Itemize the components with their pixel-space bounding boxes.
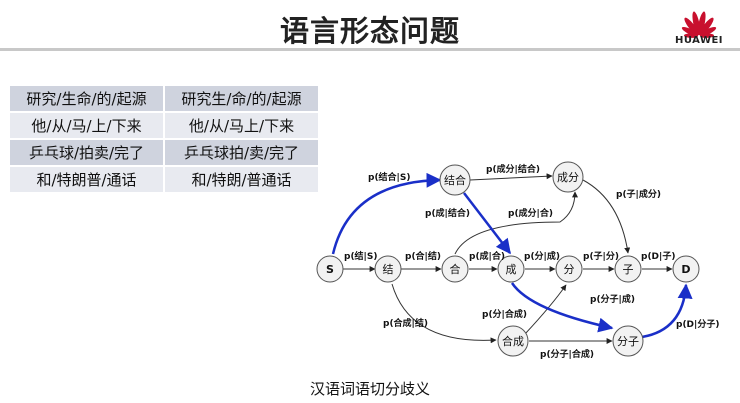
edge-label: p(成分|结合) — [486, 163, 540, 175]
table-cell: 他/从/马上/下来 — [165, 113, 318, 138]
edge-label: p(结合|S) — [368, 171, 410, 183]
edge-label: p(D|分子) — [676, 318, 719, 330]
node-label: 结合 — [444, 173, 466, 187]
edge-label: p(成|合) — [469, 250, 505, 262]
edge-label: p(子|成分) — [616, 188, 661, 200]
node-label: 成 — [506, 263, 517, 276]
node-label: 合成 — [502, 334, 524, 348]
table-cell: 乒乓球/拍卖/完了 — [10, 140, 163, 165]
node-label: S — [326, 263, 334, 276]
table-row: 乒乓球/拍卖/完了 乒乓球拍/卖/完了 — [10, 140, 318, 165]
node-fenzi — [612, 325, 644, 357]
node-chengfen — [552, 161, 584, 193]
table-cell: 和/特朗/普通话 — [165, 167, 318, 192]
edge-label: p(分子|成) — [590, 293, 635, 305]
node-cheng — [497, 255, 525, 283]
page-title: 语言形态问题 — [279, 14, 460, 48]
edge-label: p(分子|合成) — [540, 348, 594, 360]
table-cell: 研究生/命/的/起源 — [165, 86, 318, 111]
node-label: 结 — [383, 263, 394, 276]
node-label: 合 — [450, 262, 461, 276]
node-label: 子 — [623, 263, 634, 276]
edge-chengfen-zi — [582, 179, 631, 254]
node-he — [441, 255, 469, 283]
edge-s-jiehe — [331, 172, 442, 255]
edge-label: p(合成|结) — [383, 317, 428, 329]
edge-label: p(合|结) — [405, 250, 441, 262]
edge-label: p(结|S) — [344, 250, 377, 262]
edge-he-chengfen — [454, 191, 578, 255]
edge-jiehe-cheng — [463, 192, 511, 255]
edge-label: p(成分|合) — [508, 207, 553, 219]
edge-label: p(D|子) — [641, 251, 675, 262]
segmentation-table: 研究/生命/的/起源 研究生/命/的/起源 他/从/马/上/下来 他/从/马上/… — [8, 84, 320, 194]
node-zi — [614, 255, 642, 283]
table-row: 研究/生命/的/起源 研究生/命/的/起源 — [10, 86, 318, 111]
node-label: 分子 — [617, 335, 639, 348]
edge-label: p(分|成) — [524, 250, 560, 262]
table-row: 和/特朗普/通话 和/特朗/普通话 — [10, 167, 318, 192]
table-cell: 研究/生命/的/起源 — [10, 86, 163, 111]
edge-hecheng-fen — [524, 284, 567, 335]
edge-jie-hecheng — [391, 283, 497, 344]
table-cell: 和/特朗普/通话 — [10, 167, 163, 192]
table-row: 他/从/马/上/下来 他/从/马上/下来 — [10, 113, 318, 138]
edge-label: p(成|结合) — [425, 207, 470, 219]
table-cell: 他/从/马/上/下来 — [10, 113, 163, 138]
node-d — [672, 255, 700, 283]
table-cell: 乒乓球拍/卖/完了 — [165, 140, 318, 165]
header-divider — [0, 48, 740, 51]
node-s — [316, 255, 344, 283]
edge-fenzi-d — [641, 283, 693, 339]
node-fen — [555, 255, 583, 283]
edge-cheng-fenzi — [510, 282, 614, 333]
logo-wordmark: HUAWEI — [674, 35, 724, 46]
huawei-logo — [681, 11, 717, 38]
node-hecheng — [497, 325, 529, 357]
node-jie — [374, 255, 402, 283]
node-jiehe — [439, 164, 471, 196]
edge-jiehe-chengfen — [469, 173, 553, 181]
diagram-caption: 汉语词语切分歧义 — [309, 380, 430, 398]
node-label: 成分 — [557, 171, 579, 184]
edge-label: p(子|分) — [583, 250, 619, 262]
node-label: 分 — [564, 263, 575, 276]
edge-label: p(分|合成) — [482, 308, 527, 320]
node-label: D — [681, 263, 690, 276]
